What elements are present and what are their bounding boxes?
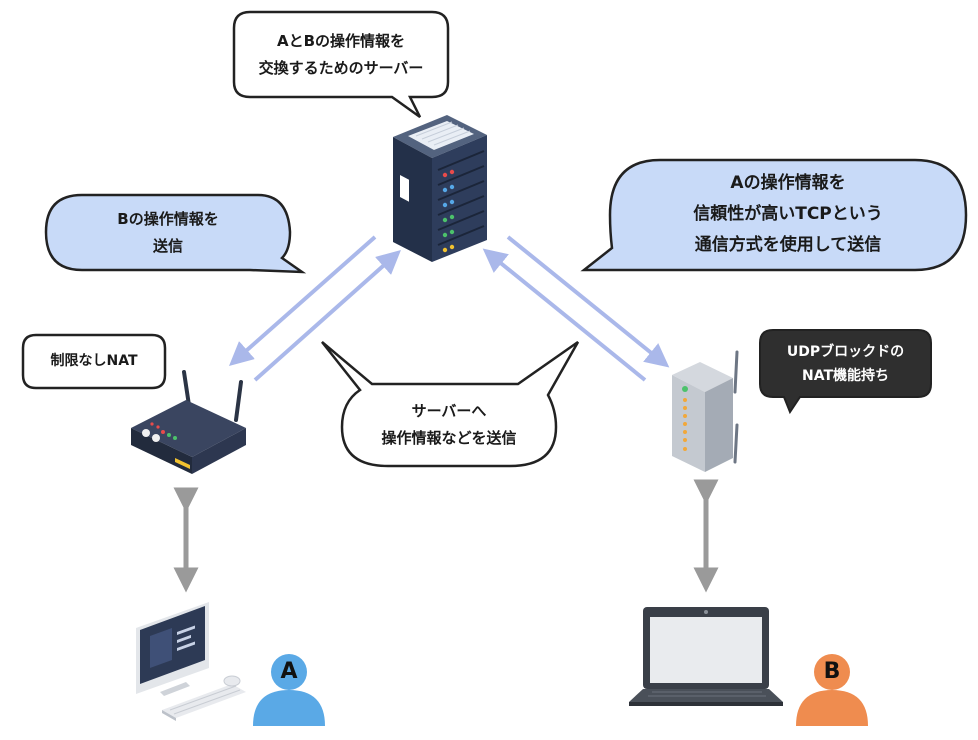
bubble-line: Bの操作情報を: [117, 210, 219, 228]
bubble-udp-block: [759, 329, 932, 415]
bubble-line: 制限なしNAT: [50, 353, 138, 369]
arrow-server-to-router-b: [506, 235, 670, 368]
bubble-line: 送信: [152, 237, 183, 255]
person-a-label: A: [280, 659, 298, 684]
desktop-computer-icon: [136, 602, 246, 721]
bubble-server-desc: [232, 10, 450, 119]
arrow-router-a-to-server: [253, 250, 401, 382]
bubble-line: UDPブロックドの: [786, 344, 905, 360]
bubble-send-a-text: Aの操作情報を 信頼性が高いTCPという 通信方式を使用して送信: [612, 168, 964, 261]
arrow-router-b-to-server: [482, 248, 647, 382]
bubble-send-a: [580, 158, 968, 272]
bubble-to-server: [321, 340, 580, 468]
bubble-to-server-text: サーバーへ 操作情報などを送信: [342, 398, 556, 452]
person-a-avatar: [253, 654, 325, 726]
bubble-line: 通信方式を使用して送信: [694, 235, 882, 255]
bubble-line: サーバーへ: [411, 402, 487, 420]
arrow-server-to-router-a: [229, 235, 377, 366]
server-icon: [393, 115, 487, 262]
router-b-icon: [672, 350, 739, 472]
bubble-line: Aの操作情報を: [730, 173, 846, 193]
bubble-line: 操作情報などを送信: [381, 429, 517, 447]
bubble-send-b: [44, 193, 307, 274]
bubble-nat-unlimited: [21, 333, 167, 390]
bubble-send-b-text: Bの操作情報を 送信: [46, 206, 290, 260]
person-b-avatar: [796, 654, 868, 726]
person-b-label: B: [823, 659, 841, 684]
bubble-line: 交換するためのサーバー: [258, 59, 424, 77]
bubble-line: AとBの操作情報を: [276, 32, 406, 50]
bubble-line: 信頼性が高いTCPという: [693, 204, 883, 224]
laptop-icon: [629, 607, 783, 706]
bubble-nat-unlimited-text: 制限なしNAT: [23, 349, 165, 373]
bubble-server-desc-text: AとBの操作情報を 交換するためのサーバー: [234, 28, 448, 82]
bubble-udp-block-text: UDPブロックドの NAT機能持ち: [760, 340, 931, 388]
bubble-line: NAT機能持ち: [801, 368, 889, 384]
router-a-icon: [131, 370, 246, 474]
